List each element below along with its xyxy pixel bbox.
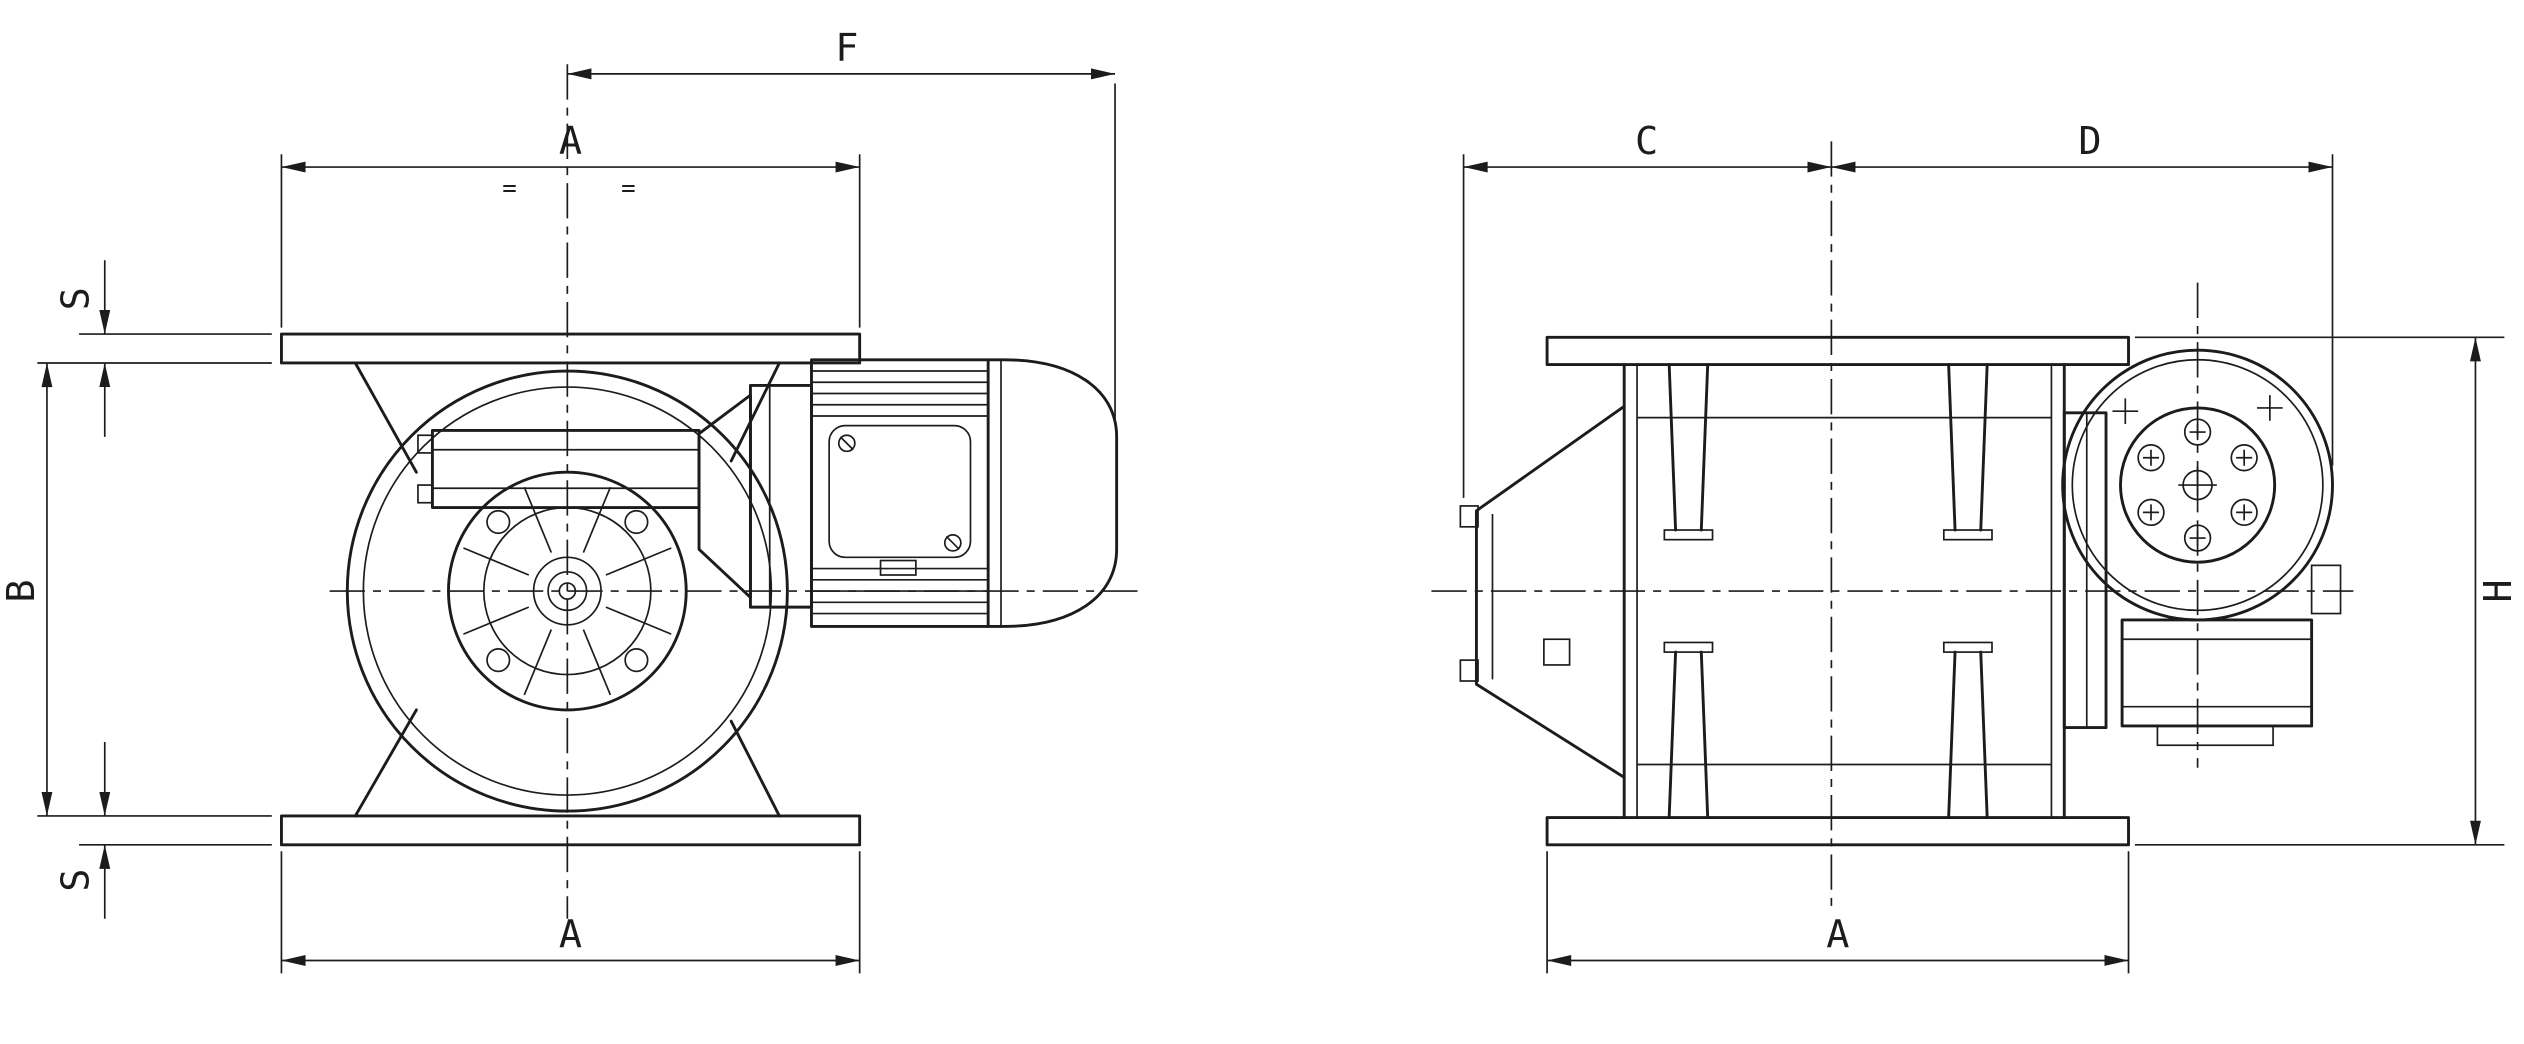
motor-body [810,358,990,628]
front-gear-reducer-bolt [417,484,434,504]
front-hub-circle [532,556,602,626]
dim-a-side-extensions [1546,851,2130,974]
drive-center-cross [2178,465,2217,505]
dim-label-s-top: S [54,287,99,310]
front-cover-spokes [463,486,672,696]
dim-label-a-bottom-front: A [559,913,582,958]
motor-plate-tab [879,559,917,576]
drive-flange-bolt [2183,418,2212,446]
equal-mark-right: = [621,174,636,202]
drive-guard-inner-circle [2071,358,2324,612]
drive-gearbox-base [2156,725,2274,747]
drive-mounting-flange [2062,411,2108,730]
drive-guard-marks [2112,395,2283,425]
side-body-inner-lines [1636,364,2053,818]
dimension-s-bottom: S [54,742,272,919]
side-rib-right [1947,363,1989,819]
dim-label-b: B [0,579,44,602]
motor-screw-slots [839,436,960,550]
drive-side-block [2310,564,2342,615]
dim-a-top-extensions [280,154,861,328]
side-end-cover-taper [1474,404,1626,779]
drive-flange-bolt [2137,444,2165,472]
motor-bell-housing [748,384,813,609]
dim-label-c: C [1635,119,1658,164]
front-shaft-circle [547,570,588,612]
front-cover-bolt [624,648,649,673]
drive-flange-bolt [2230,444,2258,472]
front-top-flange [279,332,862,365]
side-rib-right-cap-top [1942,529,1993,541]
motor-cooling-fins [811,370,989,615]
drive-gearbox-lines [2122,638,2312,708]
motor-plate-screw [837,434,856,453]
drive-bolt-flange-circle [2119,406,2277,564]
side-end-cover-bolt-top [1459,505,1479,528]
motor-plate-screw [943,534,962,552]
dimension-d: D [1831,119,2334,466]
front-gear-reducer-bolt [417,434,434,454]
side-rib-left-cap-top [1663,529,1714,541]
dimension-s-top: S [54,260,272,437]
front-cover-bolt [624,509,649,535]
dim-label-a-top: A [559,119,582,164]
side-rib-right-cap-bottom [1942,641,1993,653]
equal-mark-left: = [502,174,517,202]
drive-flange-bolt [2137,498,2165,527]
dim-label-f: F [835,26,858,71]
front-housing-outer-circle [345,369,789,813]
side-rib-left [1667,363,1710,819]
front-shaft-center [558,582,577,600]
dimension-c: C [1462,119,1832,498]
dim-b-extensions [37,362,272,817]
side-drain-plug [1543,638,1571,666]
front-gear-reducer [430,429,701,509]
front-housing-walls [353,361,781,818]
dimension-a-bottom-front: A [280,851,861,974]
side-top-flange [1545,335,2130,367]
dimension-a-top: A = = [280,119,861,328]
front-gear-reducer-lines [432,448,700,490]
dim-label-a-side: A [1826,913,1849,958]
dimension-b: B [0,362,272,817]
motor-adapter-neck [697,393,752,599]
drive-flange-bolt [2183,524,2212,552]
dimension-f: F [567,26,1116,421]
front-housing-inner-circle [362,386,773,796]
drive-bolt-crosses [2142,424,2253,547]
front-bottom-flange [279,814,862,847]
dim-h-extensions [2134,336,2505,846]
motor-fan-cap [986,358,1119,628]
drive-flange-bolt [2230,498,2258,527]
drive-gearbox-body [2120,618,2314,728]
dim-label-s-bottom: S [54,869,99,892]
front-cover-bolt [486,509,511,535]
dim-label-h: H [2476,579,2521,602]
front-view: F A = = B S S A [0,26,1143,974]
dimension-h: H [2134,336,2521,846]
dimension-a-bottom-side: A [1546,851,2130,974]
side-end-cover-bolt-bottom [1459,659,1479,682]
motor-terminal-plate [828,424,972,559]
side-bottom-flange [1545,816,2130,847]
dim-label-d: D [2078,119,2101,164]
front-cover-bolt [486,648,511,673]
front-endcover-flange-circle [447,470,688,712]
side-rib-left-cap-bottom [1663,641,1714,653]
side-view: C D A H [1431,119,2521,974]
dim-a-bottom-extensions [280,851,861,974]
